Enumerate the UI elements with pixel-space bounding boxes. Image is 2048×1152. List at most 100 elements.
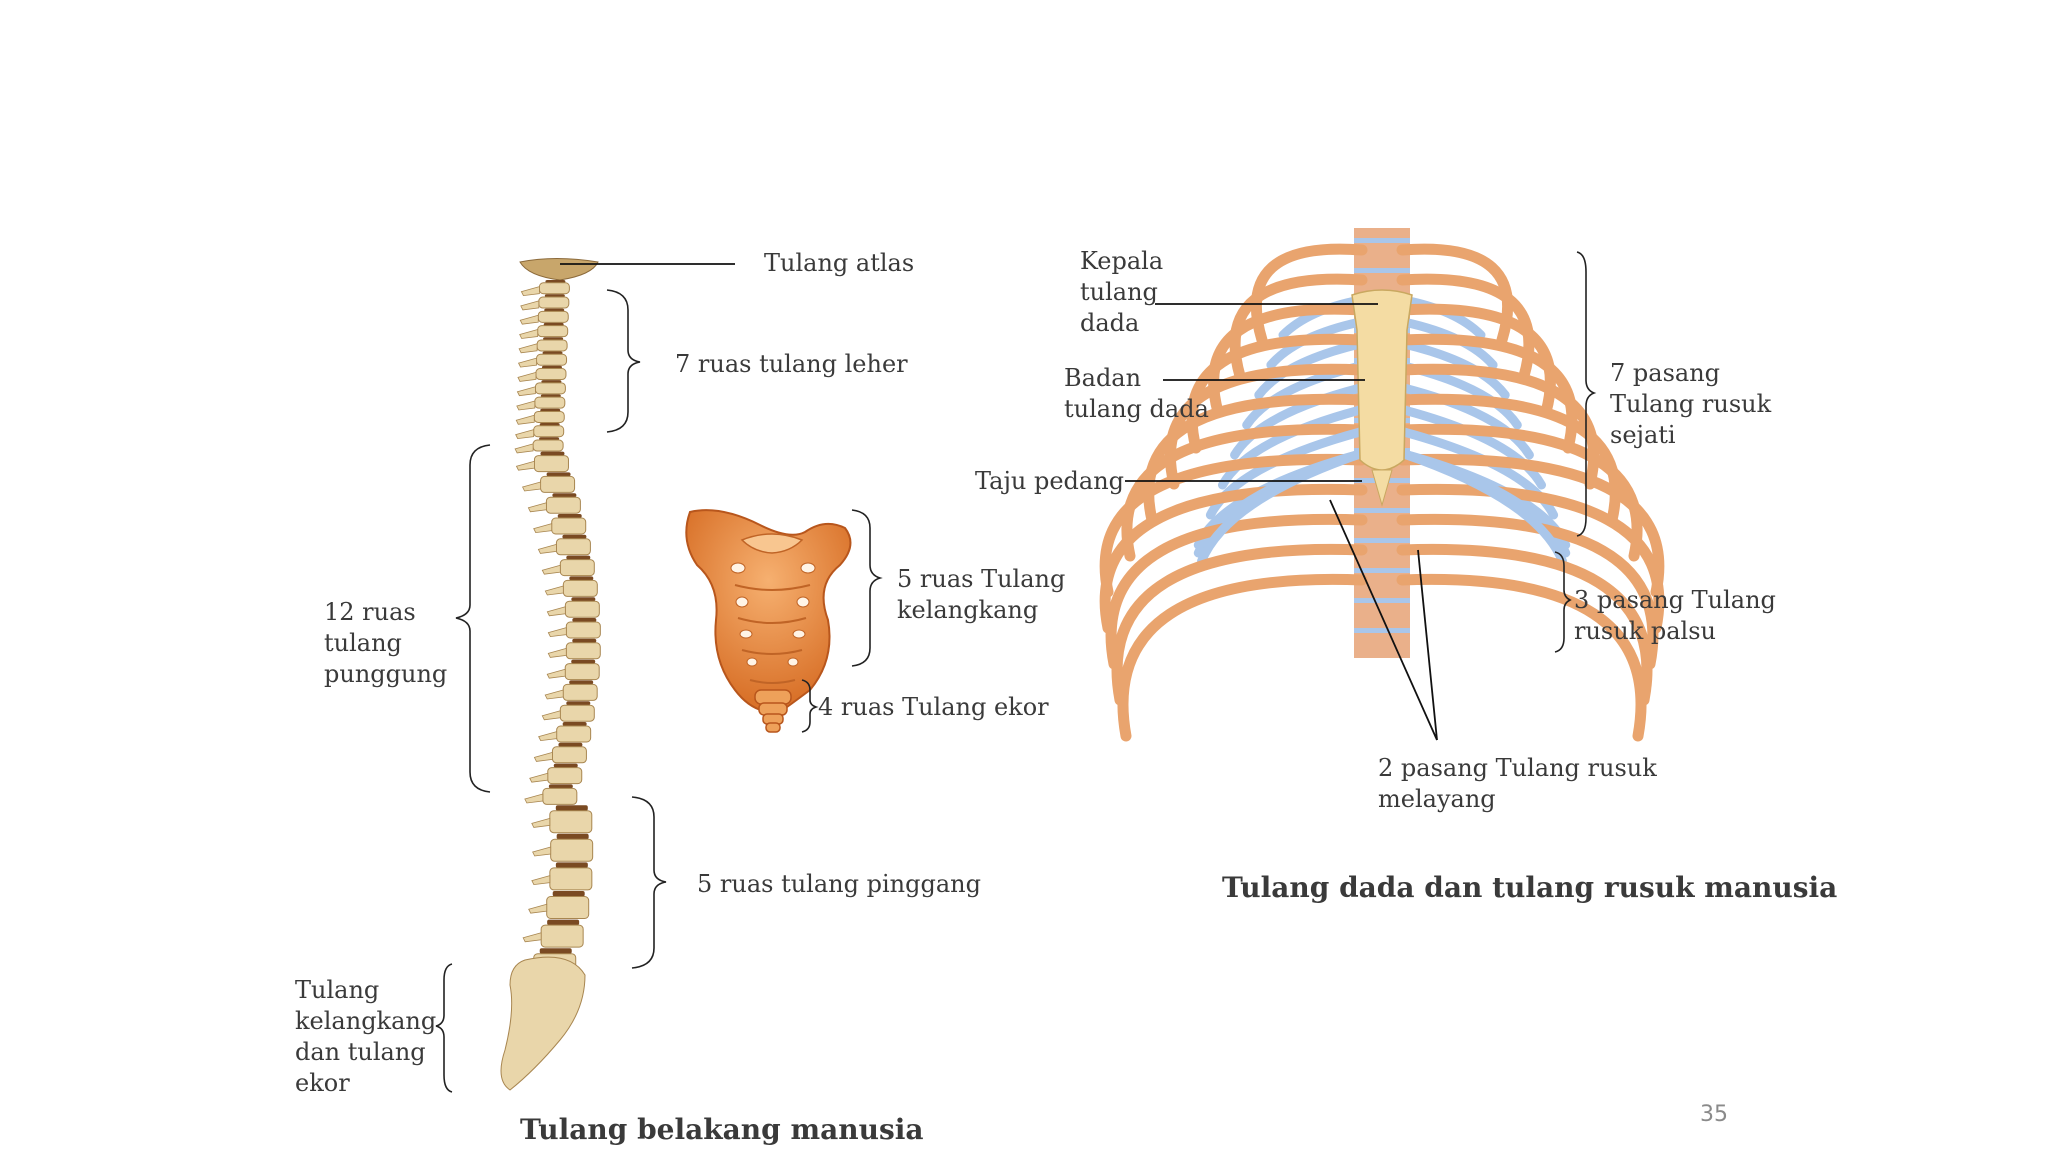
spinous-process — [541, 564, 561, 575]
spinous-process — [547, 627, 567, 638]
false-ribs-label: 3 pasang Tulang rusuk palsu — [1574, 586, 1776, 645]
coccyx-label: 4 ruas Tulang ekor — [818, 693, 1049, 721]
costal-cartilage — [1218, 405, 1365, 490]
spine-disc — [1354, 268, 1410, 273]
sacrum-coccyx-label: Tulang kelangkang dan tulang ekor — [295, 976, 437, 1097]
thoracic-brace — [455, 444, 491, 793]
spine-disc — [1354, 508, 1410, 513]
intervertebral-disc — [572, 638, 597, 643]
spinous-process — [519, 314, 539, 325]
intervertebral-disc — [566, 701, 591, 706]
intervertebral-disc — [562, 534, 587, 539]
sacrum-coccyx-brace — [435, 963, 453, 1093]
spine-disc — [1354, 238, 1410, 243]
spinous-process — [515, 460, 535, 471]
rib — [1396, 483, 1665, 634]
intervertebral-disc — [566, 555, 591, 560]
spinous-process — [515, 429, 535, 440]
spinous-process — [532, 846, 552, 857]
cervical-brace — [606, 289, 641, 433]
true-ribs-brace — [1576, 251, 1597, 537]
rib — [1396, 543, 1653, 706]
sternum — [1351, 289, 1413, 471]
manubrium-label: Kepala tulang dada — [1080, 247, 1164, 337]
spine-caption: Tulang belakang manusia — [520, 1113, 924, 1146]
xiphoid-process — [1371, 469, 1393, 507]
spinous-process — [541, 710, 561, 721]
spinous-process — [519, 328, 539, 339]
atlas-label: Tulang atlas — [764, 249, 915, 277]
page-number: 35 — [1700, 1102, 1728, 1127]
intervertebral-disc — [571, 659, 596, 664]
true-ribs-label: 7 pasang Tulang rusuk sejati — [1610, 359, 1772, 449]
ribcage-caption: Tulang dada dan tulang rusuk manusia — [1222, 871, 1838, 904]
spinous-process — [517, 357, 537, 368]
spinous-process — [538, 731, 558, 742]
sacrum-label: 5 ruas Tulang kelangkang — [897, 565, 1066, 624]
rib — [1105, 513, 1368, 670]
intervertebral-disc — [552, 891, 585, 897]
spinous-process — [527, 502, 547, 513]
rib — [1099, 483, 1368, 634]
intervertebral-disc — [548, 784, 573, 789]
spinous-process — [524, 793, 544, 804]
intervertebral-disc — [556, 833, 589, 840]
spinous-process — [546, 668, 566, 679]
intervertebral-disc — [557, 514, 582, 518]
rib — [1111, 543, 1368, 706]
spinous-process — [547, 647, 567, 658]
intervertebral-disc — [555, 862, 588, 868]
intervertebral-disc — [569, 680, 594, 685]
intervertebral-disc — [569, 576, 594, 581]
spinous-process — [537, 543, 557, 554]
spinous-process — [546, 606, 566, 617]
costal-cartilage — [1399, 449, 1567, 566]
spinous-process — [528, 903, 548, 914]
intervertebral-disc — [572, 618, 597, 622]
sacrum-bone — [500, 956, 586, 1091]
spine-disc — [1354, 628, 1410, 633]
spinous-process — [531, 875, 551, 886]
intervertebral-disc — [553, 763, 578, 768]
sternum-body-label: Badan tulang dada — [1064, 364, 1209, 423]
spine-disc — [1354, 568, 1410, 573]
spinous-process — [520, 286, 540, 297]
spinous-process — [522, 932, 542, 943]
spinous-process — [521, 481, 541, 492]
intervertebral-disc — [558, 742, 583, 747]
rib — [1396, 453, 1665, 598]
spinous-process — [517, 371, 537, 382]
spinous-process — [544, 689, 564, 700]
spinous-process — [516, 386, 536, 397]
intervertebral-disc — [547, 919, 580, 926]
sacrum-brace — [851, 509, 883, 667]
rib — [1117, 573, 1368, 742]
spinous-process — [529, 772, 549, 783]
lumbar-label: 5 ruas tulang pinggang — [697, 870, 981, 898]
spinous-process — [515, 414, 535, 425]
spinous-process — [533, 751, 553, 762]
costal-cartilage — [1197, 449, 1365, 566]
spinous-process — [520, 300, 540, 311]
coccyx-brace — [801, 679, 819, 733]
spinous-process — [544, 585, 564, 596]
floating-rib-leader-2 — [1417, 549, 1438, 741]
intervertebral-disc — [552, 493, 577, 498]
thoracic-label: 12 ruas tulang punggung — [324, 598, 448, 688]
rib — [1396, 513, 1659, 670]
rib — [1099, 453, 1368, 598]
cervical-label: 7 ruas tulang leher — [675, 350, 908, 378]
spinous-process — [516, 400, 536, 411]
spinous-process — [514, 443, 534, 454]
costal-cartilage — [1399, 405, 1546, 490]
intervertebral-disc — [540, 451, 565, 456]
intervertebral-disc — [555, 805, 588, 811]
spinous-process — [531, 817, 551, 828]
floating-rib-leader-1 — [1329, 499, 1438, 741]
spinous-process — [518, 343, 538, 354]
intervertebral-disc — [571, 597, 596, 602]
spine-disc — [1354, 538, 1410, 543]
